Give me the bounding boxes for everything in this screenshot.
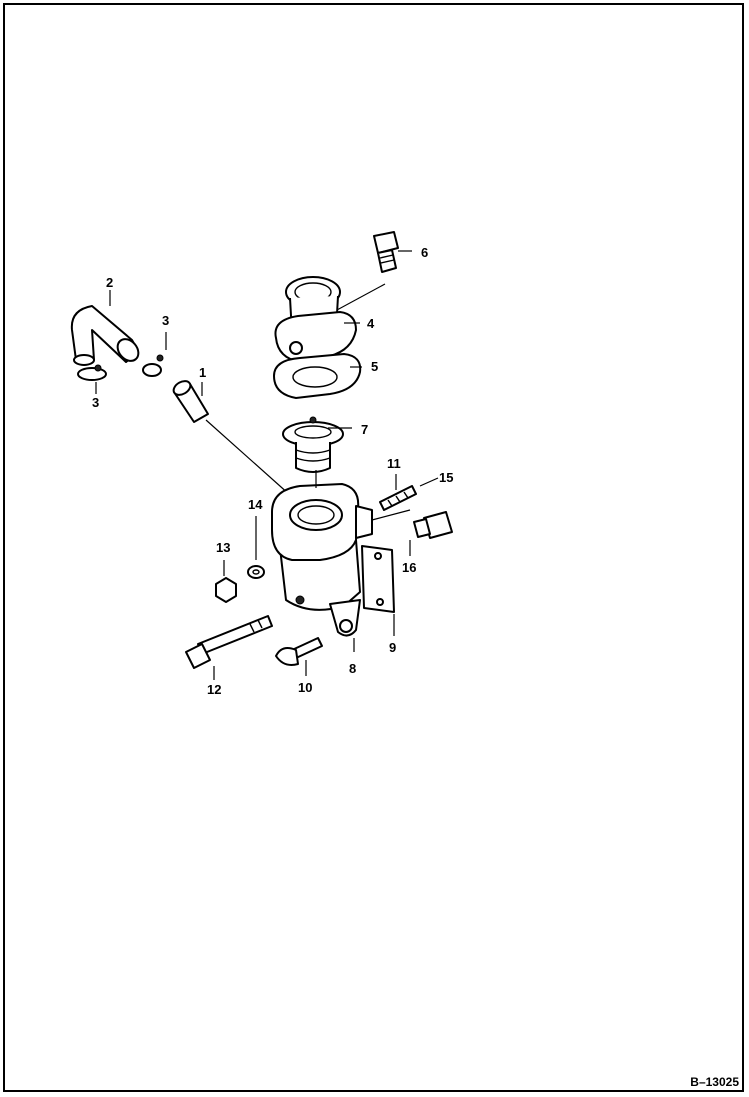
part-12-bolt	[185, 615, 273, 680]
callout-5: 5	[371, 359, 379, 374]
part-2-hose	[70, 290, 140, 366]
part-10-stud	[275, 637, 323, 676]
callout-6: 6	[421, 245, 429, 260]
part-3-clamp-upper	[142, 332, 167, 377]
callout-9: 9	[389, 640, 397, 655]
callout-4: 4	[367, 316, 375, 331]
part-4-outlet	[274, 276, 360, 363]
part-7-thermostat	[282, 416, 352, 473]
part-11-stud	[379, 474, 439, 511]
callout-2: 2	[106, 275, 114, 290]
callout-8: 8	[349, 661, 357, 676]
part-15-leader	[371, 509, 411, 521]
figure-id: B–13025	[690, 1075, 739, 1089]
callout-13: 13	[216, 540, 231, 555]
callout-16: 16	[402, 560, 417, 575]
part-13-nut	[215, 560, 237, 603]
callout-11: 11	[387, 456, 401, 471]
callout-3-lower: 3	[92, 395, 100, 410]
callout-15: 15	[439, 470, 454, 485]
callout-3-upper: 3	[162, 313, 170, 328]
part-1-pipe	[172, 380, 291, 496]
callout-12: 12	[207, 682, 222, 697]
callout-1: 1	[199, 365, 207, 380]
part-9-gasket	[361, 545, 395, 636]
callout-10: 10	[298, 680, 313, 695]
part-3-clamp-lower	[77, 364, 107, 394]
part-5-gasket	[273, 353, 362, 399]
part-14-washer	[247, 516, 265, 579]
callout-14: 14	[248, 497, 263, 512]
part-8-housing	[271, 470, 373, 652]
part-16-plug	[409, 511, 453, 556]
callout-7: 7	[361, 422, 369, 437]
